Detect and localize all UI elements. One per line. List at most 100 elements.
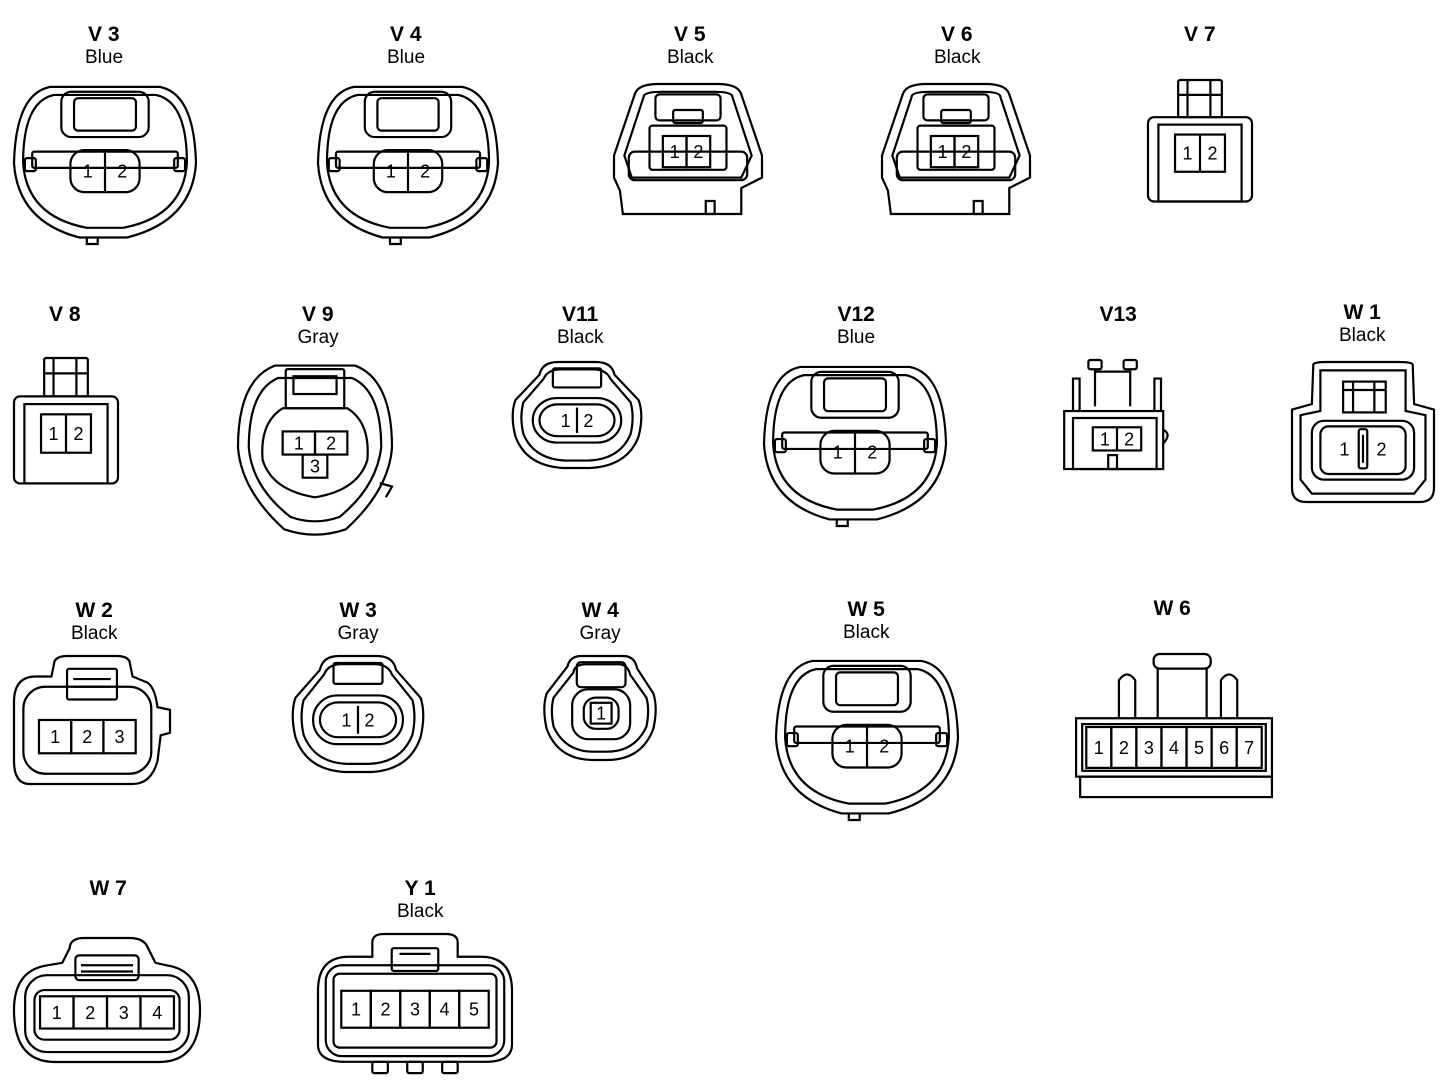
pin-cavity bbox=[1235, 725, 1263, 769]
housing-outline bbox=[325, 93, 491, 229]
keyway bbox=[972, 199, 984, 216]
inner-shell bbox=[1081, 722, 1267, 772]
pin-number: 2 bbox=[117, 162, 127, 182]
pin-number: 2 bbox=[73, 424, 83, 444]
lock-latch bbox=[332, 661, 384, 685]
housing-outline bbox=[247, 376, 383, 523]
foot bbox=[441, 1060, 459, 1075]
connector-code: W 2 bbox=[75, 599, 113, 622]
pin-number: 4 bbox=[439, 1000, 449, 1020]
connector-color: Gray bbox=[337, 623, 379, 644]
inner-shell bbox=[1157, 123, 1243, 203]
lock-latch bbox=[363, 90, 453, 139]
lock-latch bbox=[1342, 380, 1387, 414]
lock-latch bbox=[822, 664, 912, 713]
side-guide bbox=[785, 731, 799, 748]
housing-outline bbox=[1299, 369, 1427, 495]
housing-outline bbox=[12, 85, 198, 239]
side-guide bbox=[327, 157, 341, 173]
pin-number: 1 bbox=[1183, 144, 1193, 164]
connector-code: W 6 bbox=[1153, 597, 1191, 620]
housing-outline bbox=[236, 364, 394, 536]
pin-number: 2 bbox=[693, 142, 703, 162]
pin-number: 1 bbox=[50, 727, 60, 747]
pin-cavity bbox=[953, 134, 980, 169]
connector-color: Blue bbox=[387, 47, 426, 68]
housing-outline bbox=[291, 654, 425, 774]
pin-block bbox=[582, 696, 620, 730]
side-guide bbox=[1162, 428, 1169, 445]
pin-number: 1 bbox=[596, 704, 606, 724]
pin-number: 2 bbox=[867, 443, 877, 463]
housing-outline bbox=[316, 85, 500, 239]
pin-cavity bbox=[301, 453, 329, 479]
connector-color: Black bbox=[71, 623, 118, 644]
connector-code: V13 bbox=[1099, 303, 1137, 326]
lock-latch bbox=[1177, 78, 1223, 119]
pin-block bbox=[33, 988, 181, 1041]
pin-block bbox=[1319, 425, 1407, 476]
inner-shell bbox=[627, 150, 749, 182]
lock-latch bbox=[654, 93, 722, 122]
pin-number: 2 bbox=[381, 1000, 391, 1020]
housing-outline bbox=[511, 360, 643, 470]
connector-code: W 4 bbox=[581, 599, 619, 622]
housing-outline bbox=[774, 659, 960, 815]
pin-number: 2 bbox=[1124, 429, 1134, 449]
connector-code: W 1 bbox=[1343, 301, 1381, 324]
pin-number: 4 bbox=[152, 1003, 162, 1023]
lock-latch bbox=[292, 375, 338, 396]
pin-number: 2 bbox=[961, 142, 971, 162]
housing-outline bbox=[623, 90, 753, 179]
latch-ribs bbox=[1343, 381, 1386, 413]
foot bbox=[406, 1060, 424, 1075]
latch-ribs bbox=[1093, 369, 1132, 407]
pin-number: 5 bbox=[1194, 738, 1204, 758]
pin-number: 3 bbox=[1144, 738, 1154, 758]
housing-outline bbox=[550, 663, 650, 753]
connector-code: W 5 bbox=[847, 598, 885, 621]
housing-outline bbox=[880, 82, 1032, 216]
pin-block bbox=[318, 701, 398, 739]
housing-outline bbox=[316, 932, 514, 1063]
latch-ribs bbox=[80, 964, 134, 973]
foot bbox=[371, 1060, 389, 1075]
lock-latch bbox=[575, 661, 627, 689]
connector-code: V 8 bbox=[49, 303, 81, 326]
inner-shell bbox=[261, 407, 369, 499]
connector-code: V 9 bbox=[302, 303, 334, 326]
lock-latch bbox=[60, 90, 150, 139]
lock-latch bbox=[376, 97, 440, 132]
pin-number: 2 bbox=[326, 433, 336, 453]
side-guide bbox=[23, 157, 37, 173]
pin-number: 3 bbox=[115, 727, 125, 747]
inner-shell bbox=[895, 150, 1017, 182]
inner-shell bbox=[1310, 419, 1416, 481]
pin-number: 2 bbox=[1376, 439, 1386, 459]
lock-latch bbox=[922, 93, 990, 122]
lock-latch bbox=[551, 367, 603, 389]
pin-block bbox=[916, 124, 996, 171]
connector-code: V 5 bbox=[674, 23, 706, 46]
connector-code: V12 bbox=[837, 303, 875, 326]
keyway bbox=[1107, 454, 1119, 471]
center-key bbox=[1357, 428, 1369, 470]
lock-latch bbox=[284, 368, 346, 410]
housing-outline bbox=[12, 654, 172, 786]
housing-outline bbox=[891, 90, 1021, 179]
connector-code: W 3 bbox=[339, 599, 377, 622]
housing-outline bbox=[1063, 409, 1165, 471]
connector-color: Black bbox=[557, 327, 604, 348]
connector-code: Y 1 bbox=[404, 877, 436, 900]
connector-color: Black bbox=[934, 47, 981, 68]
